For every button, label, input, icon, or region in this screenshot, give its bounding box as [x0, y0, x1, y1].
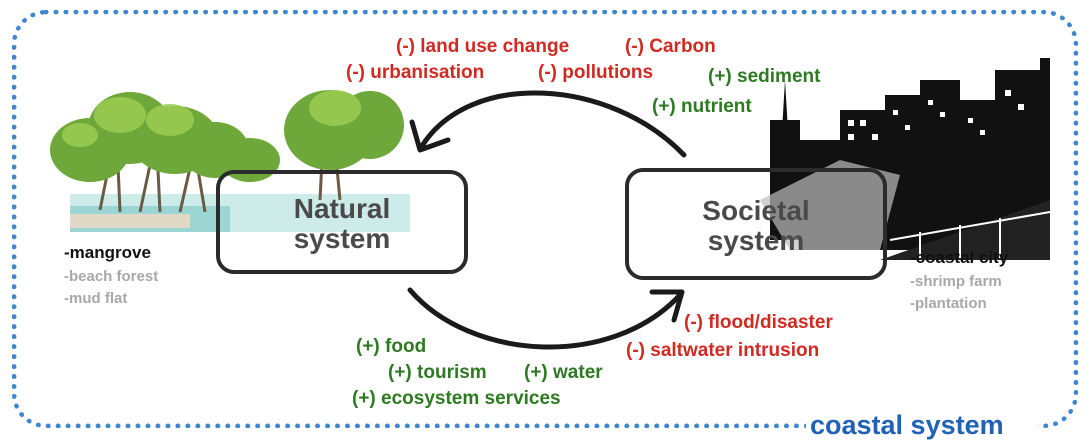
top-negative-label-2: (-) Carbon: [625, 36, 716, 57]
societal-main-example: -coastal city: [910, 248, 1009, 267]
societal-other-example-1: -shrimp farm: [910, 273, 1002, 290]
natural-system-box: Natural system: [216, 170, 468, 274]
top-negative-label-1: (-) land use change: [396, 36, 570, 57]
natural-other-example-2: -mud flat: [64, 290, 128, 307]
societal-system-title: Societal system: [629, 196, 883, 256]
coastal-system-label: coastal system: [810, 410, 1004, 440]
bottom-negative-label-1: (-) flood/disaster: [684, 312, 833, 333]
natural-title-line1: Natural: [293, 193, 391, 224]
natural-main-example: -mangrove: [64, 243, 151, 262]
bottom-positive-label-4: (+) ecosystem services: [352, 388, 561, 409]
bottom-negative-label-2: (-) saltwater intrusion: [626, 340, 820, 361]
natural-other-example-1: -beach forest: [64, 268, 159, 285]
bottom-positive-label-3: (+) water: [524, 362, 603, 383]
top-negative-label-4: (-) pollutions: [538, 62, 654, 83]
bottom-flow-arrow: [407, 287, 685, 350]
societal-title-line1: Societal: [702, 195, 810, 226]
top-negative-label-3: (-) urbanisation: [346, 62, 485, 83]
societal-other-example-2: -plantation: [910, 295, 987, 312]
top-positive-label-1: (+) sediment: [708, 66, 821, 87]
coastal-system-boundary: [12, 10, 1078, 428]
top-flow-arrow: [409, 90, 687, 158]
top-positive-label-2: (+) nutrient: [652, 96, 752, 117]
societal-system-box: Societal system: [625, 168, 887, 280]
natural-title-line2: system: [293, 223, 391, 254]
societal-title-line2: system: [707, 225, 805, 256]
boundary-label-gap: [806, 420, 1038, 440]
bottom-positive-label-2: (+) tourism: [388, 362, 487, 383]
natural-system-title: Natural system: [220, 194, 464, 254]
mangrove-illustration: [50, 90, 410, 232]
coastal-city-illustration: [760, 58, 1051, 260]
bottom-positive-label-1: (+) food: [356, 336, 427, 357]
